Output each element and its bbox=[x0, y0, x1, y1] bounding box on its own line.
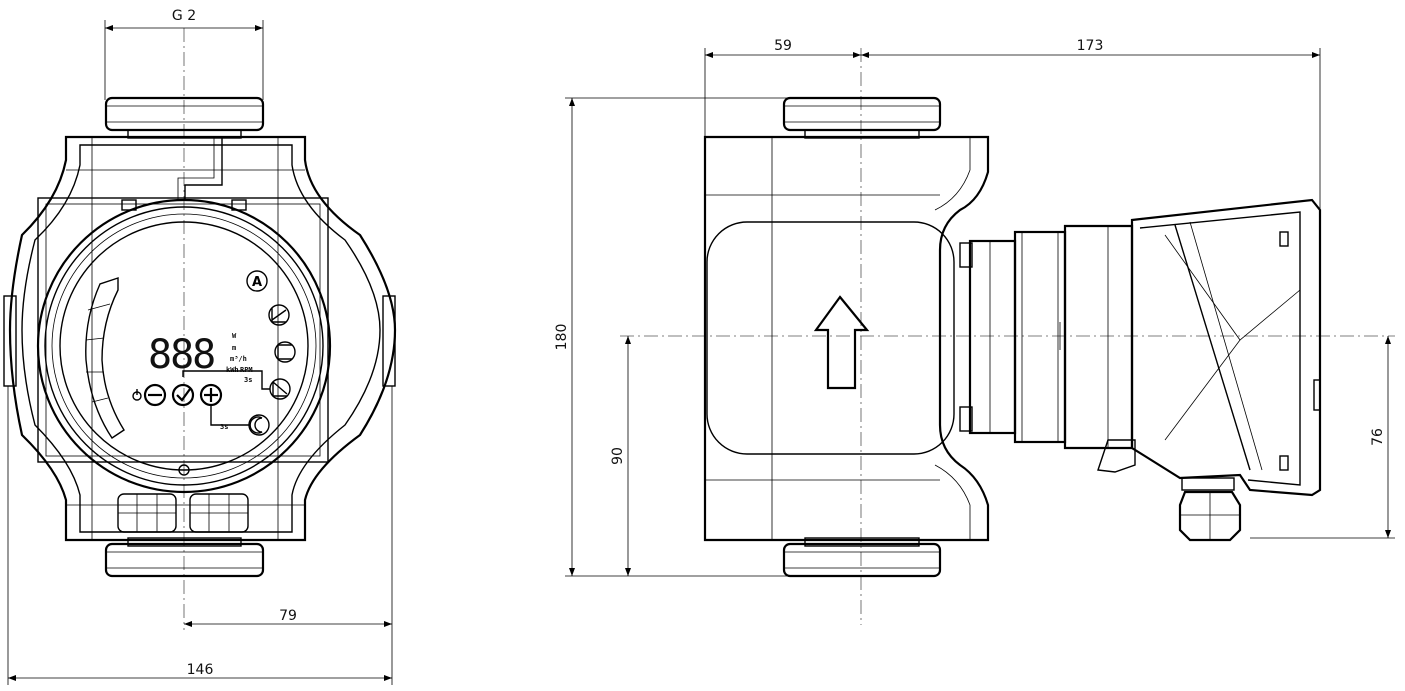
dim-59: 59 bbox=[774, 38, 792, 54]
side-view: 59 173 180 90 76 bbox=[554, 38, 1395, 625]
timer-3s-a: 3s bbox=[244, 376, 252, 384]
confirm-button[interactable] bbox=[171, 383, 195, 407]
mode-curve-icon[interactable] bbox=[269, 378, 291, 400]
plus-button[interactable] bbox=[199, 383, 223, 407]
unit-label-kwh: kWh bbox=[226, 366, 239, 374]
dim-180: 180 bbox=[554, 324, 570, 351]
mode-constant-icon[interactable] bbox=[274, 341, 296, 363]
dim-173: 173 bbox=[1077, 38, 1104, 54]
unit-label-m: m bbox=[232, 344, 236, 352]
front-view: G 2 bbox=[3, 8, 397, 685]
timer-3s-b: 3s bbox=[220, 423, 228, 431]
unit-label-rpm: RPM bbox=[240, 366, 253, 374]
svg-text:A: A bbox=[252, 275, 262, 290]
dim-76: 76 bbox=[1370, 428, 1386, 446]
flow-direction-arrow-icon bbox=[813, 295, 870, 390]
dim-90: 90 bbox=[610, 447, 626, 465]
unit-label-flow: m³/h bbox=[230, 355, 247, 363]
unit-label-w: W bbox=[232, 332, 237, 340]
night-mode-icon[interactable] bbox=[248, 414, 270, 436]
dim-79: 79 bbox=[279, 608, 297, 624]
dim-g2: G 2 bbox=[172, 8, 196, 24]
dim-146: 146 bbox=[187, 662, 214, 678]
mode-auto-icon[interactable]: A bbox=[246, 270, 268, 292]
minus-button[interactable] bbox=[143, 383, 167, 407]
power-icon bbox=[132, 389, 142, 401]
mode-proportional-icon[interactable] bbox=[268, 304, 290, 326]
